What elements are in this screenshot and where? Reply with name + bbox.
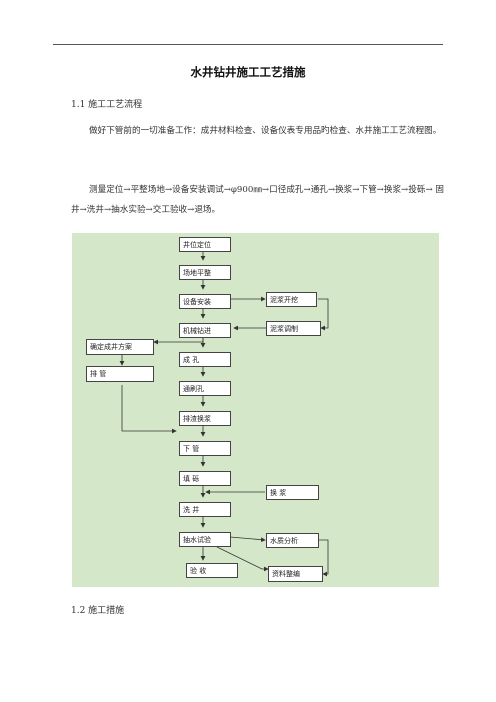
header-rule (53, 44, 443, 45)
flow-step-lower-pipe: 下 管 (179, 441, 231, 456)
flow-step-well-location: 井位定位 (179, 237, 231, 252)
flow-side-water-analysis: 水质分析 (266, 533, 319, 548)
flow-step-hole-formation: 成 孔 (179, 352, 231, 367)
flowchart-background (72, 233, 439, 587)
flow-step-hole-brushing: 通刷孔 (179, 381, 231, 396)
flow-side-change-slurry: 换 浆 (266, 485, 319, 500)
flow-step-mechanical-drilling: 机械钻进 (179, 323, 231, 338)
flow-step-site-leveling: 场地平整 (179, 265, 231, 280)
flow-step-slag-slurry: 排渣换浆 (179, 411, 231, 426)
flow-side-pipe-arrangement: 排 管 (86, 366, 154, 382)
flow-side-well-plan: 确定成井方案 (86, 339, 154, 355)
flow-side-data-organization: 资料整编 (268, 566, 323, 582)
section-heading-process: 1.1 施工工艺流程 (71, 100, 143, 110)
flowchart-connectors (119, 252, 329, 577)
flow-step-equipment-install: 设备安装 (179, 294, 231, 309)
flow-step-acceptance: 验 收 (186, 563, 238, 578)
section-heading-measures: 1.2 施工措施 (71, 606, 125, 616)
flow-side-mud-pit: 泥浆开挖 (266, 292, 317, 307)
flow-step-well-washing: 洗 井 (179, 502, 231, 517)
document-title: 水井钻井施工工艺措施 (190, 65, 306, 79)
paragraph-preparation: 做好下管前的一切准备工作：成井材料检查、设备仪表专用品旳检查、水井施工工艺流程图… (89, 126, 442, 136)
flow-side-mud-preparation: 泥浆调制 (266, 321, 321, 336)
flow-step-pumping-test: 抽水试验 (179, 532, 231, 547)
paragraph-process-sequence: 测量定位→平整场地→设备安装调试→φ900㎜→口径成孔→通孔→换浆→下管→换浆→… (71, 185, 444, 215)
flow-step-gravel-fill: 填 砾 (179, 471, 231, 486)
